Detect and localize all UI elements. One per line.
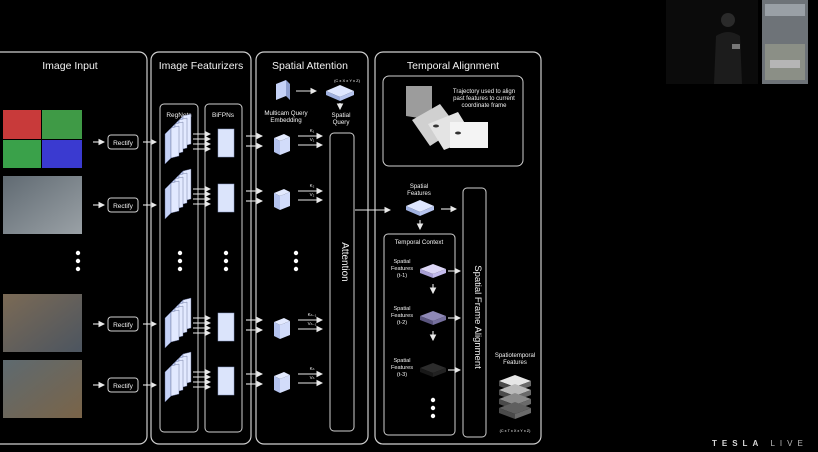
spatial-frame-alignment-label: Spatial Frame Alignment <box>472 265 483 369</box>
key-label: K₂ <box>310 183 315 188</box>
bifpn-blocks <box>217 128 264 396</box>
value-label: V₁ <box>310 137 315 142</box>
regnets-column <box>159 103 199 433</box>
key-label: Kₙ₋₁ <box>308 312 317 317</box>
regnet-stack <box>164 297 212 349</box>
temporal-context-items: SpatialFeatures(t-1)SpatialFeatures(t-2)… <box>391 259 462 378</box>
image-input-title: Image Input <box>42 60 98 72</box>
context-item-label: Features <box>391 365 413 371</box>
rectify-block-1: Rectify <box>93 134 158 150</box>
key-label: K₁ <box>310 128 315 133</box>
kv-cube: Kₙ₋₁ Vₙ₋₁ <box>274 312 324 339</box>
spatial-frame-alignment-block <box>462 187 487 438</box>
value-label: Vₙ₋₁ <box>308 321 317 326</box>
rectify-label: Rectify <box>113 383 134 390</box>
image-featurizers-panel <box>150 51 252 445</box>
context-item-label: (t-2) <box>397 320 407 326</box>
regnet-feature-stacks <box>164 113 212 403</box>
spatial-features-current <box>406 200 434 216</box>
tesla-live-logo: TESLA LIVE <box>712 439 808 448</box>
bifpn-block <box>217 128 264 158</box>
spatiotemporal-label-line2: Features <box>503 360 527 366</box>
image-featurizers-title: Image Featurizers <box>159 60 244 72</box>
context-item-label: (t-1) <box>397 273 407 279</box>
value-label: Vₙ <box>310 375 315 380</box>
bifpn-block <box>217 312 264 342</box>
rectify-label: Rectify <box>113 322 134 329</box>
camera-image-buildings <box>3 294 82 352</box>
attention-label: Attention <box>339 242 350 281</box>
spatial-query: (C x X x Y x Z) Spatial Query <box>326 78 361 126</box>
trajectory-text-line2: past features to current <box>453 96 515 102</box>
ellipsis-dots-attention <box>293 250 299 272</box>
spatiotemporal-dims: (C x T x X x Y x Z) <box>500 429 531 433</box>
rectify-label: Rectify <box>113 203 134 210</box>
trajectory-text-line1: Trajectory used to align <box>453 89 515 95</box>
spatiotemporal-layer <box>499 402 531 419</box>
trajectory-box <box>382 75 524 167</box>
spatiotemporal-features-stack <box>499 375 531 419</box>
ellipsis-dots-featurizers <box>177 250 229 272</box>
multicam-query-label-line2: Embedding <box>270 117 302 124</box>
context-item-label: Spatial <box>393 259 410 265</box>
bifpn-block <box>217 366 264 396</box>
spatial-query-label-line1: Spatial <box>332 112 351 119</box>
rectify-block-4: Rectify <box>93 377 158 393</box>
temporal-alignment-title: Temporal Alignment <box>407 60 499 72</box>
bifpn-block <box>217 183 264 213</box>
context-item-label: Spatial <box>393 358 410 364</box>
kv-cube: K₁ V₁ <box>274 128 324 155</box>
spatial-attention-title: Spatial Attention <box>272 60 348 72</box>
rectify-label: Rectify <box>113 140 134 147</box>
ellipsis-dots-input <box>75 250 81 272</box>
rectify-block-3: Rectify <box>93 316 158 332</box>
bifpns-label: BiFPNs <box>212 112 235 119</box>
regnets-label: RegNets <box>166 112 192 119</box>
regnet-stack <box>164 113 212 165</box>
camera-feed-thumbnail <box>762 0 808 84</box>
key-label: Kₙ <box>310 366 315 371</box>
camera-image-quad <box>3 110 82 168</box>
spatial-attention-panel <box>255 51 369 445</box>
temporal-alignment-panel <box>374 51 542 445</box>
logo-brand: TESLA <box>712 439 764 448</box>
attention-block <box>329 132 355 432</box>
spatial-features-label-line1: Spatial <box>410 184 428 190</box>
rectify-block-2: Rectify <box>93 197 158 213</box>
spatial-features-label-line2: Features <box>407 191 431 197</box>
context-item-label: Spatial <box>393 306 410 312</box>
context-item-label: Features <box>391 313 413 319</box>
temporal-context-label: Temporal Context <box>395 239 444 246</box>
logo-suffix: LIVE <box>770 439 808 448</box>
presenter-video <box>666 0 758 84</box>
regnet-stack <box>164 168 212 220</box>
bifpns-column <box>204 103 243 433</box>
spatial-query-label-line2: Query <box>333 119 351 126</box>
ellipsis-dots-context <box>430 397 436 419</box>
value-label: V₂ <box>310 192 315 197</box>
context-item-label: Features <box>391 266 413 272</box>
context-item-label: (t-3) <box>397 372 407 378</box>
camera-image-street <box>3 176 82 234</box>
image-input-panel <box>0 51 148 445</box>
trajectory-frames-graphic <box>406 86 488 150</box>
regnet-stack <box>164 351 212 403</box>
camera-image-scaffold <box>3 360 82 418</box>
spatiotemporal-label-line1: Spatiotemporal <box>495 353 535 359</box>
trajectory-text-line3: coordinate frame <box>461 103 507 109</box>
temporal-context-box <box>383 233 456 436</box>
spatial-query-dims: (C x X x Y x Z) <box>334 78 361 83</box>
multicam-query-embedding: Multicam Query Embedding <box>264 80 309 124</box>
kv-cube: K₂ V₂ <box>274 183 324 210</box>
multicam-query-label-line1: Multicam Query <box>264 110 308 117</box>
